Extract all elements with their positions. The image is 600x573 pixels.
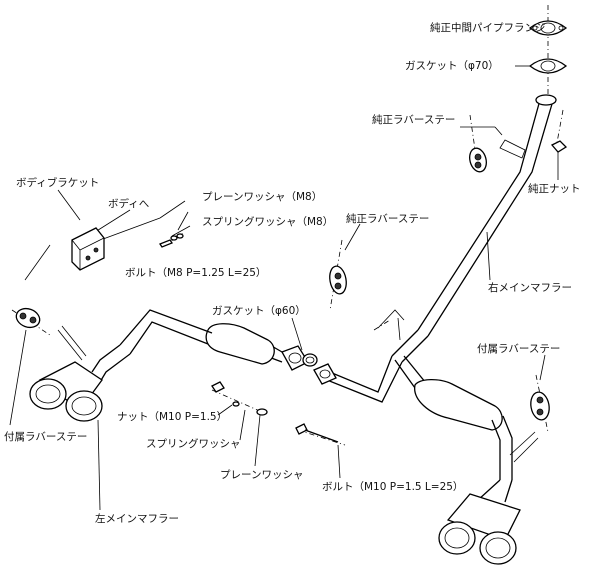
label-body-bracket: ボディブラケット xyxy=(16,176,99,189)
m8-washer-bolt-set xyxy=(159,233,184,248)
label-to-body: ボディへ xyxy=(108,197,149,210)
right-main-muffler xyxy=(391,94,557,565)
label-mid-pipe-flange: 純正中間パイプフランジ xyxy=(430,21,546,34)
m10-bolt xyxy=(295,423,339,443)
label-plain-washer: プレーンワッシャ xyxy=(220,469,303,481)
oem-rubber-stay-top xyxy=(469,147,487,173)
label-right-main-muffler: 右メインマフラー xyxy=(488,281,572,294)
supplied-rubber-stay-left xyxy=(15,307,41,329)
left-main-muffler xyxy=(29,309,283,422)
label-spring-washer: スプリングワッシャ xyxy=(146,437,241,450)
leader-lines xyxy=(9,27,559,511)
label-gasket-70: ガスケット（φ70） xyxy=(405,60,499,72)
label-bolt-m8: ボルト（M8 P=1.25 L=25） xyxy=(125,267,266,279)
oem-rubber-stay-mid xyxy=(329,265,347,295)
body-bracket xyxy=(71,227,105,271)
label-spring-washer-m8: スプリングワッシャ（M8） xyxy=(202,215,333,228)
label-oem-nut: 純正ナット xyxy=(528,182,581,195)
gasket-70 xyxy=(528,58,568,74)
label-oem-rubber-stay-top: 純正ラバーステー xyxy=(372,113,455,126)
label-supplied-rubber-stay-left: 付属ラバーステー xyxy=(4,430,87,443)
label-bolt-m10: ボルト（M10 P=1.5 L=25） xyxy=(322,481,463,493)
center-pipe xyxy=(281,309,405,403)
supplied-rubber-stay-right xyxy=(530,391,550,421)
label-plain-washer-m8: プレーンワッシャ（M8） xyxy=(202,191,322,203)
label-supplied-rubber-stay-right: 付属ラバーステー xyxy=(477,342,560,355)
oem-mid-pipe-flange xyxy=(528,20,568,36)
oem-nut xyxy=(550,140,568,153)
part-labels: 純正中間パイプフランジ ガスケット（φ70） 純正ラバーステー 純正ナット ボデ… xyxy=(4,21,581,525)
m10-nut-washers xyxy=(211,381,268,416)
label-left-main-muffler: 左メインマフラー xyxy=(95,512,179,525)
label-gasket-60: ガスケット（φ60） xyxy=(212,305,306,317)
label-oem-rubber-stay-mid: 純正ラバーステー xyxy=(346,212,429,225)
label-nut-m10: ナット（M10 P=1.5） xyxy=(117,411,227,423)
